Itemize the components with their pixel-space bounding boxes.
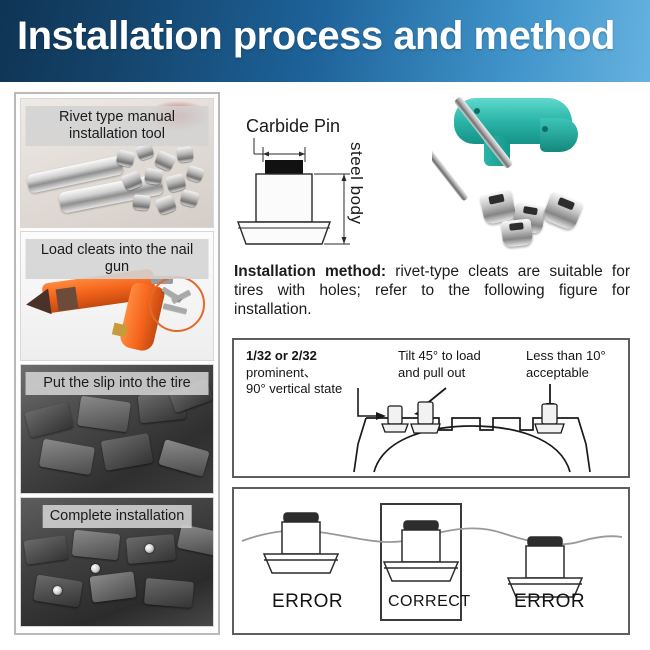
note-depth-bold: 1/32 or 2/32 — [246, 348, 317, 363]
t-handle-lobe — [540, 118, 578, 152]
photo-panel-rivet-tool: Rivet type manual installation tool — [20, 98, 214, 228]
pin-diagram-and-tool-area: Carbide Pin steel body — [232, 92, 630, 260]
tire-tread-block — [71, 529, 121, 561]
t-handle-hole — [542, 126, 548, 132]
installed-stud-icon — [53, 586, 62, 595]
t-handle-hole — [474, 108, 480, 114]
metal-stud-icon — [541, 190, 585, 232]
tool-shaft-tip — [432, 146, 469, 202]
metal-stud-icon — [500, 218, 534, 248]
tire-installation-figure: 1/32 or 2/32 prominent、 90° vertical sta… — [232, 338, 630, 478]
cleat-icon — [170, 289, 192, 304]
installed-stud-icon — [145, 544, 154, 553]
cleat-highlight-circle — [149, 276, 205, 332]
note-angle-line1: Less than 10° — [526, 348, 606, 363]
note-tilt-line2: and pull out — [398, 365, 466, 380]
photo-panel-complete-installation: Complete installation — [20, 497, 214, 627]
page-header: Installation process and method — [0, 0, 650, 82]
nail-gun-tip — [55, 286, 79, 312]
label-correct: CORRECT — [388, 593, 471, 610]
tire-tread-block — [38, 438, 96, 476]
page-title: Installation process and method — [17, 14, 615, 58]
photo-panel-nail-gun: Load cleats into the nail gun — [20, 231, 214, 361]
stud-pile-icon — [115, 142, 211, 223]
tire-tread-block — [100, 433, 154, 471]
note-angle-line2: acceptable — [526, 365, 589, 380]
nail-gun-nose — [24, 288, 52, 318]
tire-tread-block — [176, 524, 213, 556]
carbide-pin-label: Carbide Pin — [246, 116, 341, 136]
nail-gun-air-inlet — [111, 322, 129, 338]
t-handle-tool-photo — [432, 92, 630, 260]
correct-highlight-frame — [380, 503, 462, 621]
photo-steps-column: Rivet type manual installation tool Load… — [14, 92, 220, 635]
installation-method-lead: Installation method: — [234, 263, 387, 280]
tire-tread-block — [89, 571, 137, 603]
note-depth-line3: 90° vertical state — [246, 381, 343, 396]
installed-stud-icon — [91, 564, 100, 573]
steel-body-label: steel body — [347, 142, 366, 225]
tire-tread-block — [24, 402, 74, 438]
tire-tread-block — [143, 577, 195, 609]
note-depth-line2: prominent、 — [246, 365, 317, 380]
installation-method-body: rivet-type cleats are suitable for tires… — [234, 263, 630, 318]
tire-tread-block — [158, 439, 210, 477]
photo-caption: Load cleats into the nail gun — [25, 239, 209, 279]
installation-method-paragraph: Installation method: rivet-type cleats a… — [234, 262, 630, 319]
stud-seating-svg — [241, 512, 623, 598]
label-error-right: ERROR — [514, 591, 586, 612]
cleat-icon — [162, 303, 188, 314]
tire-tread-block — [77, 395, 131, 433]
error-correct-figure: ERROR CORRECT ERROR — [232, 487, 630, 635]
stud-cross-section-diagram — [237, 138, 350, 245]
tire-tread-block — [23, 535, 69, 565]
photo-caption: Rivet type manual installation tool — [25, 106, 209, 146]
photo-caption: Put the slip into the tire — [25, 372, 209, 395]
tire-profile-svg — [353, 384, 591, 473]
photo-caption: Complete installation — [42, 505, 192, 528]
photo-panel-slip-into-tire: Put the slip into the tire — [20, 364, 214, 494]
label-error-left: ERROR — [272, 591, 344, 612]
note-tilt-line1: Tilt 45° to load — [398, 348, 481, 363]
